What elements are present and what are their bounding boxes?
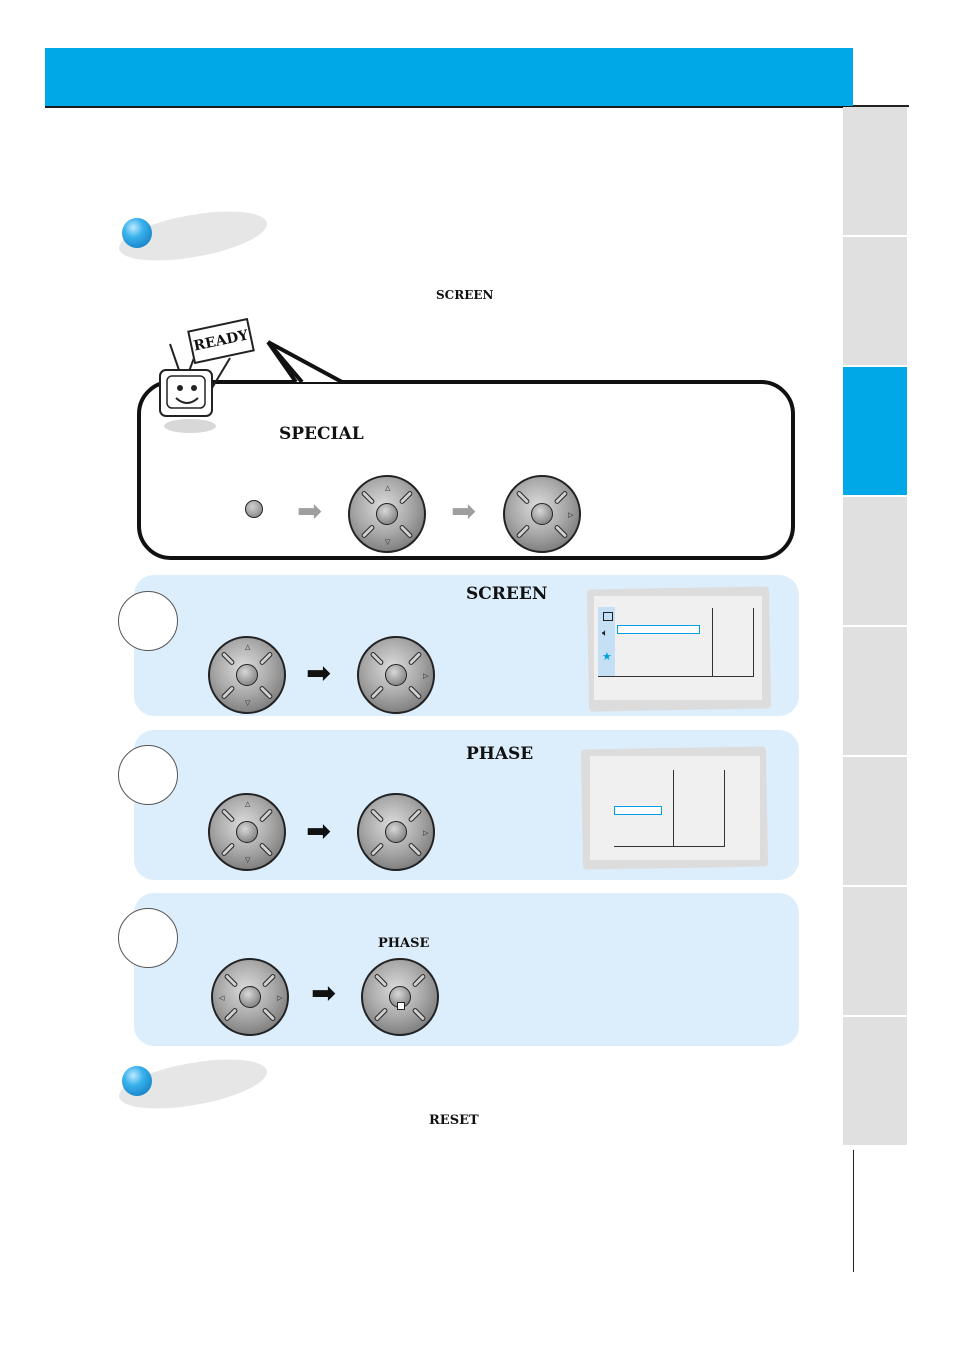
joystick-dial-icon <box>361 958 439 1036</box>
osd-selected-item <box>617 625 700 634</box>
step-2-circle <box>118 745 178 805</box>
side-tab-8[interactable] <box>843 1017 907 1147</box>
osd-selected-item <box>614 806 662 815</box>
arrow-icon: ➡ <box>311 976 337 1011</box>
arrow-icon: ➡ <box>306 814 332 849</box>
header-bar <box>45 48 853 108</box>
blue-bullet-icon <box>122 218 152 248</box>
side-tab-5[interactable] <box>843 627 907 757</box>
section1-keyword: SCREEN <box>436 288 494 302</box>
blue-bullet-icon <box>122 1066 152 1096</box>
speaker-icon: 🔈︎ <box>602 628 608 639</box>
side-tab-3-active[interactable] <box>843 367 907 497</box>
arrow-icon: ➡ <box>297 494 323 529</box>
step-1-circle <box>118 591 178 651</box>
step-3-keyword: PHASE <box>378 936 430 951</box>
side-tab-6[interactable] <box>843 757 907 887</box>
side-divider-line <box>853 1150 854 1272</box>
step-3-circle <box>118 908 178 968</box>
joystick-dial-icon: △ ▽ <box>208 636 286 714</box>
ready-callout <box>137 380 795 560</box>
arrow-icon: ➡ <box>451 494 477 529</box>
side-tab-7[interactable] <box>843 887 907 1017</box>
header-divider <box>853 105 909 107</box>
joystick-dial-icon: △ ▽ <box>208 793 286 871</box>
star-icon: ★ <box>602 650 612 663</box>
joystick-dial-icon: ▷ <box>357 793 435 871</box>
joystick-dial-icon: ▷ <box>357 636 435 714</box>
side-tab-1[interactable] <box>843 107 907 237</box>
side-tab-4[interactable] <box>843 497 907 627</box>
side-tab-2[interactable] <box>843 237 907 367</box>
joystick-dial-icon: ◁ ▷ <box>211 958 289 1036</box>
callout-keyword: SPECIAL <box>279 424 364 444</box>
tv-mascot-icon <box>159 343 231 433</box>
arrow-icon: ➡ <box>306 656 332 691</box>
tv-icon <box>603 612 613 621</box>
section2-keyword: RESET <box>429 1113 479 1128</box>
joystick-dial-icon: ▷ <box>503 475 581 553</box>
joystick-dial-icon: △ ▽ <box>348 475 426 553</box>
step-1-keyword: SCREEN <box>466 584 548 604</box>
osd-screen-1-inner <box>594 596 762 700</box>
callout-pointer <box>266 340 343 384</box>
step-2-keyword: PHASE <box>466 744 534 764</box>
osd-icon-column <box>598 607 615 677</box>
menu-button-icon <box>245 500 263 518</box>
